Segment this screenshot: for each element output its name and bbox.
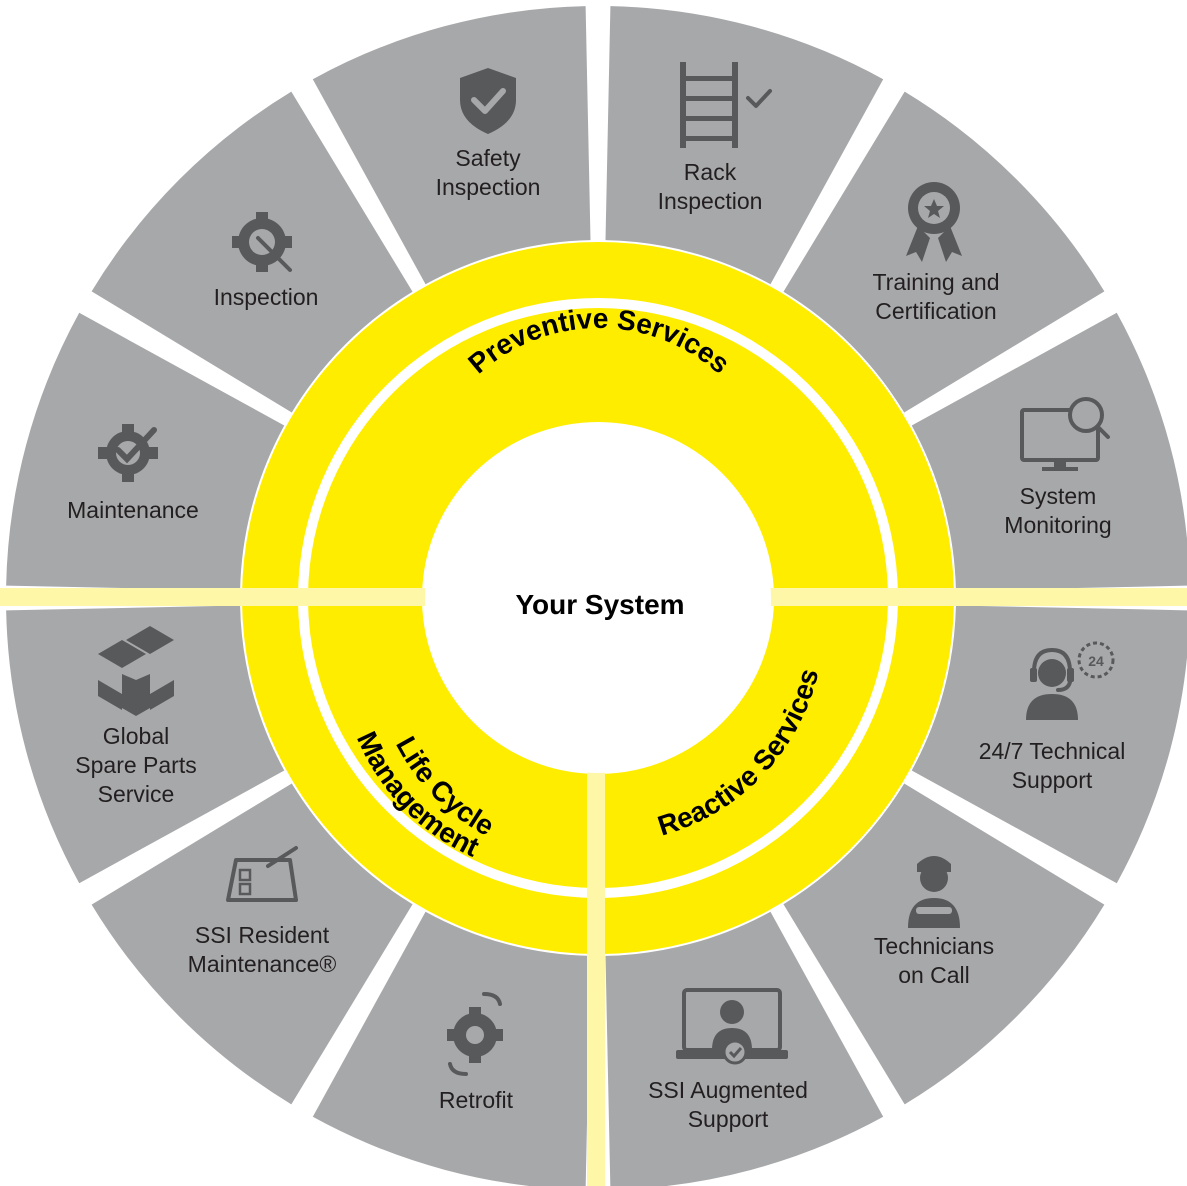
service-label-line: Safety — [455, 145, 521, 171]
service-label-line: Retrofit — [439, 1087, 514, 1113]
gear-wrench-icon — [232, 212, 292, 272]
service-label-line: Training and — [872, 269, 999, 295]
service-label-line: on Call — [898, 962, 970, 988]
group-ring-inner — [308, 600, 596, 888]
divider-stripe-vertical — [587, 770, 605, 1186]
service-label: Technicians on Call — [874, 933, 994, 988]
service-label-line: Support — [688, 1106, 769, 1132]
service-label: Maintenance — [67, 497, 199, 523]
checklist-pen-icon — [226, 846, 298, 902]
service-segment[interactable] — [911, 312, 1187, 591]
group-ring-outer — [602, 602, 954, 954]
group-ring-outer — [242, 602, 594, 954]
service-label-line: Support — [1012, 767, 1093, 793]
service-segment[interactable] — [605, 6, 884, 285]
service-segment[interactable] — [911, 605, 1187, 884]
group-ring-inner — [600, 600, 888, 888]
center-circle — [425, 427, 771, 773]
group-ring-outer — [242, 242, 954, 594]
service-label-line: Rack — [684, 159, 737, 185]
monitor-search-icon — [1020, 397, 1110, 471]
award-ribbon-icon — [906, 182, 962, 262]
gear-check-icon — [98, 424, 158, 482]
technician-wrench-icon — [908, 856, 960, 928]
shield-check-icon — [460, 68, 516, 134]
service-label-line: SSI Resident — [195, 922, 330, 948]
service-segment[interactable] — [312, 6, 591, 285]
service-label-line: Maintenance — [67, 497, 199, 523]
service-label-line: SSI Augmented — [648, 1077, 808, 1103]
ladder-check-icon — [680, 62, 772, 148]
service-label: Retrofit — [439, 1087, 514, 1113]
group-ring-inner — [308, 308, 888, 596]
service-label-line: Spare Parts — [75, 752, 196, 778]
service-label-line: Service — [98, 781, 175, 807]
group-rings — [242, 242, 954, 954]
screen-support-icon — [676, 988, 788, 1065]
badge-24: 24 — [1088, 653, 1104, 669]
gear-refresh-icon — [447, 992, 503, 1076]
service-segment[interactable] — [91, 783, 413, 1105]
service-label-line: Monitoring — [1004, 512, 1111, 538]
center-label: Your System — [515, 589, 684, 620]
service-label-line: Maintenance® — [188, 951, 337, 977]
service-label-line: Certification — [875, 298, 996, 324]
service-label-line: Global — [103, 723, 169, 749]
service-label: Inspection — [214, 284, 319, 310]
headset-24-icon: 24 — [1026, 641, 1115, 720]
service-segment[interactable] — [783, 783, 1105, 1105]
service-label-line: Inspection — [436, 174, 541, 200]
service-segment[interactable] — [312, 911, 591, 1186]
service-label-line: System — [1020, 483, 1097, 509]
service-segment[interactable] — [6, 605, 285, 884]
box-check-icon — [98, 626, 174, 716]
service-label-line: Inspection — [658, 188, 763, 214]
service-label-line: Inspection — [214, 284, 319, 310]
service-label-line: 24/7 Technical — [979, 738, 1126, 764]
service-label-line: Technicians — [874, 933, 994, 959]
